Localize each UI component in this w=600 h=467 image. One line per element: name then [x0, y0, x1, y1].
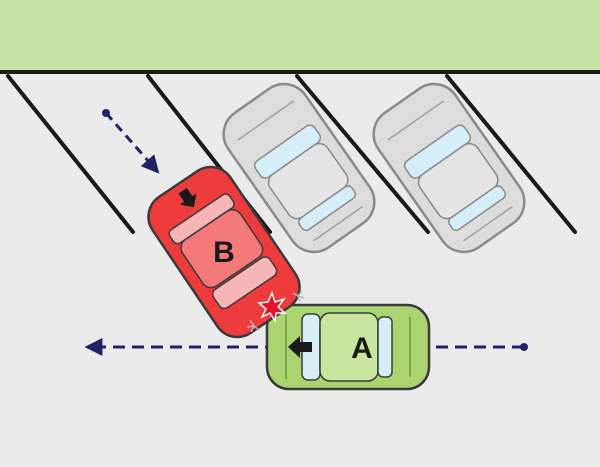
- arrow-left-icon: [288, 336, 312, 358]
- parking-line: [295, 74, 430, 234]
- parking-line: [6, 74, 135, 234]
- impact-star-icon: [257, 290, 288, 324]
- arrow-down-icon: [178, 187, 197, 208]
- car-a-label: A: [351, 332, 373, 365]
- impact-sparks: [246, 290, 305, 333]
- path-start-dot: [520, 343, 528, 351]
- parked-car-2: [372, 82, 526, 254]
- car-b: B: [147, 165, 301, 339]
- rear-window: [377, 316, 393, 378]
- car-roof: [180, 209, 264, 289]
- parking-line: [445, 74, 577, 234]
- rear-window: [298, 185, 357, 232]
- parked-car-1: [222, 82, 376, 254]
- car-a: A: [265, 303, 431, 391]
- rear-window: [448, 185, 507, 232]
- car-b-label: B: [213, 236, 235, 269]
- car-b-path-arrow: [102, 109, 160, 174]
- windshield: [211, 256, 278, 310]
- curb-strip: [0, 0, 600, 72]
